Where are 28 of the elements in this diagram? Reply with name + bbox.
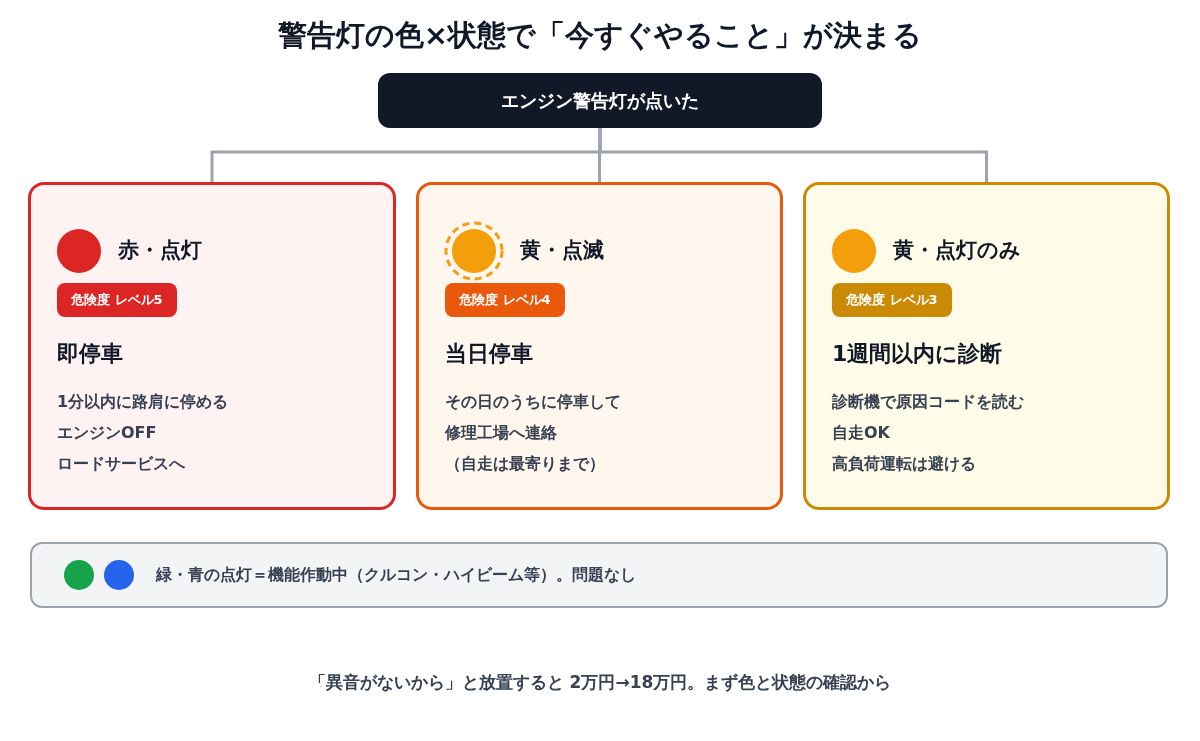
connector-line	[598, 128, 988, 182]
action-heading: 即停車	[57, 339, 123, 368]
danger-level-badge: 危険度 レベル4	[445, 283, 565, 317]
start-text: エンジン警告灯が点いた	[501, 89, 699, 113]
title: 警告灯の色×状態で「今すぐやること」が決まる	[276, 17, 924, 54]
start-box	[378, 73, 822, 128]
status-heading: 黄・点滅	[520, 237, 604, 265]
status-card	[803, 182, 1170, 510]
status-card	[416, 182, 783, 510]
instruction-text: エンジンOFF	[57, 421, 157, 444]
instruction-text: （自走は最寄りまで）	[445, 452, 605, 475]
note-box	[30, 542, 1168, 608]
status-heading: 黄・点灯のみ	[893, 237, 1021, 265]
instruction-text: 高負荷運転は避ける	[832, 452, 976, 475]
danger-level-badge: 危険度 レベル3	[832, 283, 952, 317]
status-heading: 赤・点灯	[118, 237, 202, 265]
danger-level-badge: 危険度 レベル5	[57, 283, 177, 317]
instruction-text: ロードサービスへ	[57, 452, 185, 475]
action-heading: 当日停車	[445, 339, 533, 368]
instruction-text: 1分以内に路肩に停める	[57, 390, 229, 413]
instruction-text: 診断機で原因コードを読む	[832, 390, 1024, 413]
caption: 「異音がないから」と放置すると 2万円→18万円。まず色と状態の確認から	[308, 671, 892, 694]
note-text: 緑・青の点灯＝機能作動中（クルコン・ハイビーム等）。問題なし	[156, 564, 636, 586]
instruction-text: 修理工場へ連絡	[445, 421, 557, 444]
action-heading: 1週間以内に診断	[832, 339, 1003, 368]
instruction-text: その日のうちに停車して	[445, 390, 621, 413]
instruction-text: 自走OK	[832, 421, 890, 444]
status-card	[28, 182, 396, 510]
